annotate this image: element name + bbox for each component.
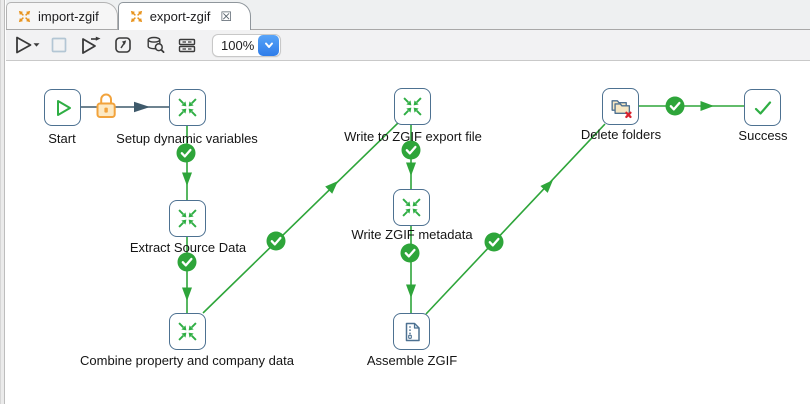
zoom-level-combo[interactable]: 100% <box>212 33 281 57</box>
job-entry-success[interactable] <box>744 89 781 126</box>
job-entry-start[interactable] <box>44 89 81 126</box>
hop-combine-to-write-export[interactable] <box>202 122 399 314</box>
tab-import-zgif[interactable]: import-zgif <box>6 2 118 29</box>
job-entry-write-zgif-metadata[interactable] <box>393 189 430 226</box>
job-entry-delete-folders[interactable] <box>602 88 639 125</box>
hop-assemble-to-delete[interactable] <box>425 123 606 315</box>
hop-start-to-setup[interactable] <box>81 93 169 118</box>
job-entry-write-to-zgif-export-file[interactable] <box>394 88 431 125</box>
replay-icon <box>82 36 101 54</box>
check-icon <box>754 100 771 115</box>
hop-extract-to-combine[interactable] <box>177 237 197 313</box>
chevron-down-icon[interactable] <box>258 34 279 56</box>
job-entry-label: Delete folders <box>580 127 662 142</box>
job-settings-icon <box>115 37 131 53</box>
job-settings-button[interactable] <box>108 32 138 58</box>
transformation-icon <box>178 209 197 228</box>
job-entry-combine-property-and-company-data[interactable] <box>169 313 206 350</box>
transformation-icon <box>178 98 197 117</box>
database-explorer-icon <box>147 36 165 54</box>
stop-icon <box>51 37 67 53</box>
success-badge <box>400 243 420 263</box>
execution-results-button[interactable] <box>172 32 202 58</box>
job-entry-label: Success <box>738 128 788 143</box>
job-entry-label: Write to ZGIF export file <box>344 129 482 144</box>
job-icon <box>129 9 144 24</box>
job-entry-label: Start <box>48 131 76 146</box>
close-tab-icon[interactable]: ☒ <box>220 9 233 24</box>
transformation-icon <box>402 198 421 217</box>
tab-label: import-zgif <box>38 8 99 24</box>
run-button[interactable] <box>12 32 42 58</box>
delete-x-icon <box>625 111 632 119</box>
job-entry-label: Setup dynamic variables <box>116 131 258 146</box>
success-badge <box>266 231 286 251</box>
job-entry-label: Extract Source Data <box>129 240 247 255</box>
zoom-level-value: 100% <box>221 37 255 53</box>
execution-results-icon <box>178 38 196 53</box>
lock-icon[interactable] <box>96 93 116 118</box>
replay-button[interactable] <box>76 32 106 58</box>
hop-metadata-to-assemble[interactable] <box>400 226 420 313</box>
success-badge <box>401 140 421 160</box>
editor-left-gutter <box>0 0 5 404</box>
tab-label: export-zgif <box>149 9 211 24</box>
stop-button[interactable] <box>44 32 74 58</box>
job-entry-setup-dynamic-variables[interactable] <box>169 89 206 126</box>
play-icon <box>56 99 71 116</box>
job-entry-label: Write ZGIF metadata <box>351 227 473 242</box>
job-entry-label: Combine property and company data <box>80 353 294 368</box>
job-entry-assemble-zgif[interactable] <box>393 313 430 350</box>
job-entry-label: Assemble ZGIF <box>366 353 458 368</box>
success-badge <box>665 96 685 116</box>
delete-folders-icon <box>611 100 632 119</box>
database-explorer-button[interactable] <box>140 32 170 58</box>
hop-write-export-to-metadata[interactable] <box>401 125 421 189</box>
tab-export-zgif[interactable]: export-zgif ☒ <box>117 2 252 30</box>
editor-tab-bar: import-zgif export-zgif ☒ <box>6 0 810 30</box>
success-badge <box>484 232 504 252</box>
job-icon <box>17 9 32 24</box>
transformation-icon <box>403 97 422 116</box>
transformation-icon <box>178 322 197 341</box>
hop-delete-to-success[interactable] <box>639 96 744 116</box>
hop-setup-to-extract[interactable] <box>176 126 196 200</box>
toolbar: 100% <box>6 30 810 61</box>
success-badge <box>176 143 196 163</box>
run-icon <box>15 36 39 54</box>
success-badge <box>177 252 197 272</box>
zip-file-icon <box>405 322 420 341</box>
job-entry-extract-source-data[interactable] <box>169 200 206 237</box>
